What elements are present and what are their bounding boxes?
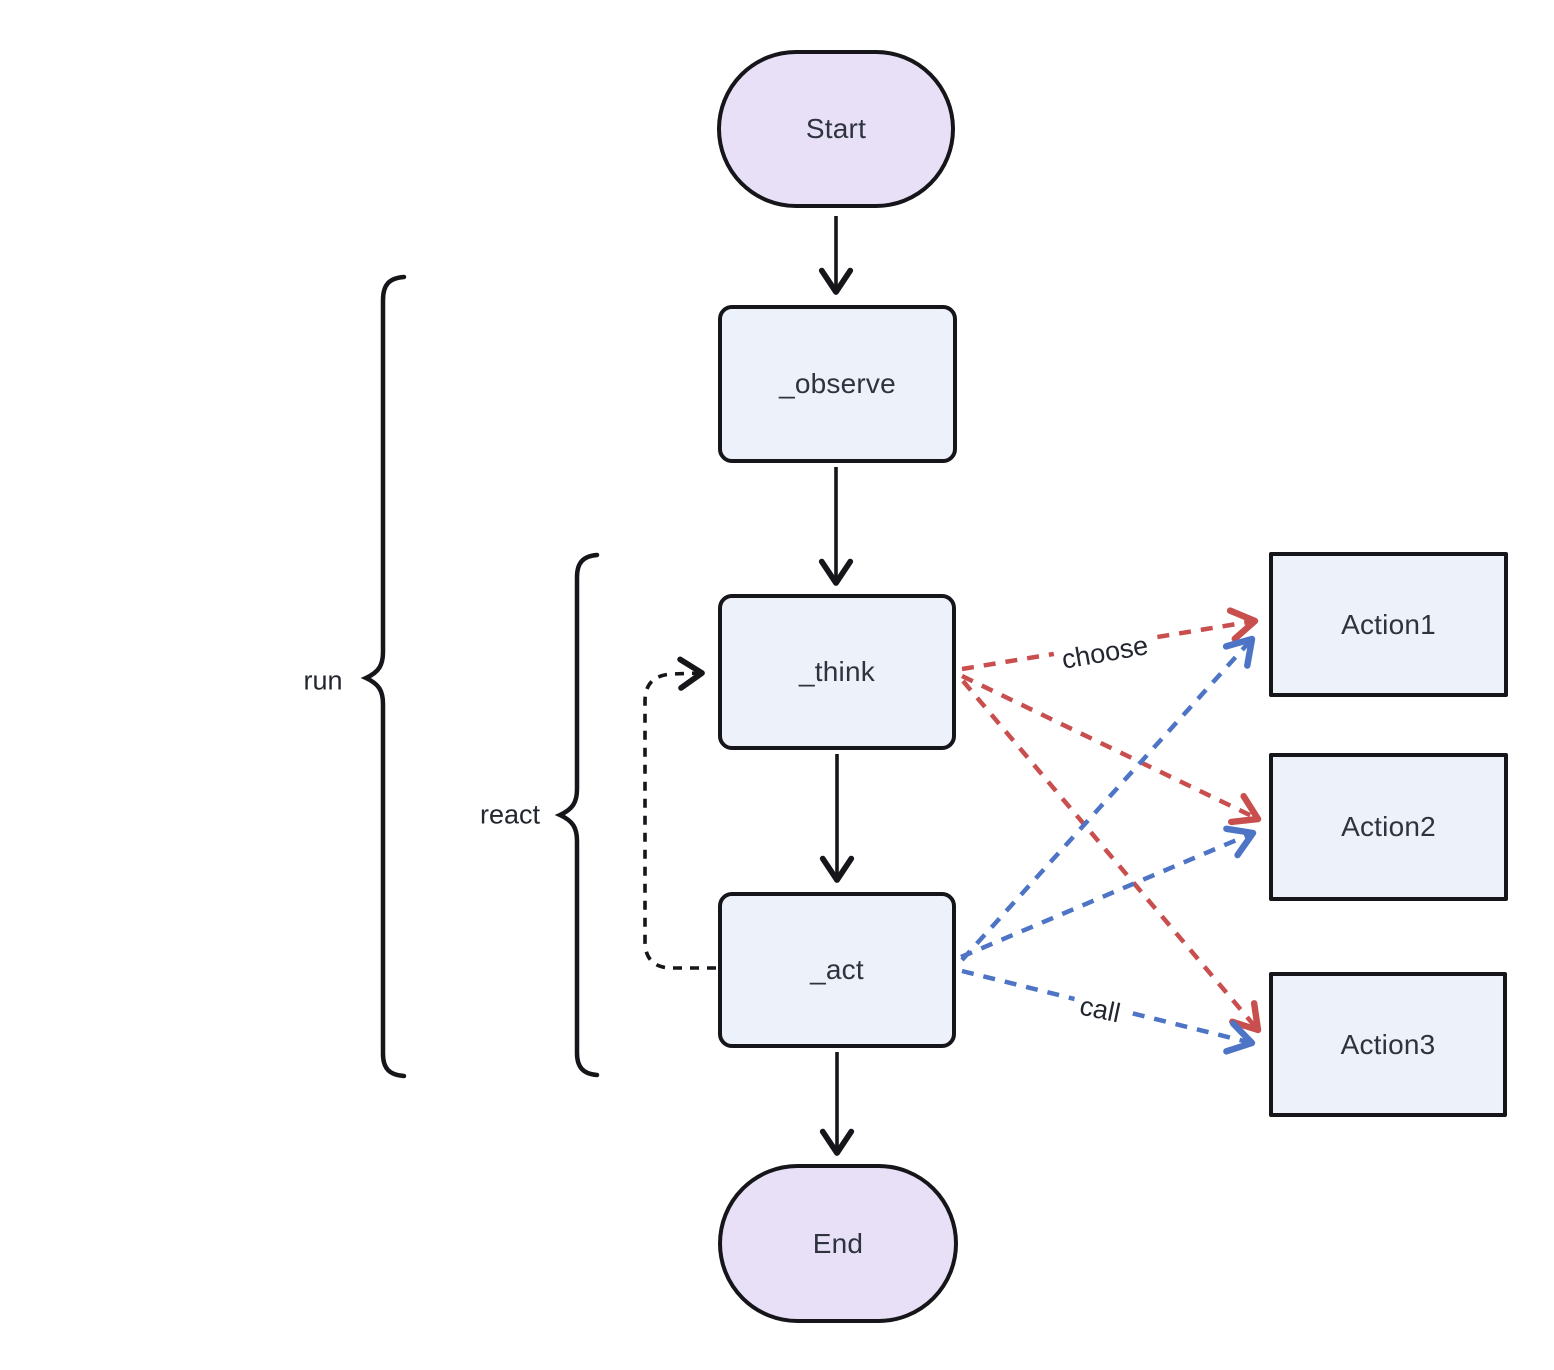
end-node: End <box>718 1164 958 1323</box>
edge-act-action1 <box>960 635 1256 962</box>
edge-act-action3-call <box>961 968 1256 1055</box>
react-brace <box>554 552 600 1078</box>
run-group-label: run <box>303 665 343 696</box>
edge-think-action1-choose <box>961 607 1259 672</box>
observe-node-label: _observe <box>779 368 896 399</box>
action2-node: Action2 <box>1269 753 1508 901</box>
edge-think-action2 <box>961 673 1262 826</box>
run-brace <box>360 274 407 1079</box>
act-node-label: _act <box>810 954 864 985</box>
edge-think-action3 <box>961 679 1262 1034</box>
start-node-label: Start <box>805 113 867 144</box>
action1-node-label: Action1 <box>1341 608 1436 640</box>
edge-act-action2 <box>960 825 1257 960</box>
end-node-label: End <box>812 1227 864 1259</box>
think-node: _think <box>718 594 956 750</box>
observe-node: _observe <box>718 305 957 463</box>
start-node: Start <box>717 50 955 208</box>
act-node: _act <box>718 892 956 1048</box>
action2-node-label: Action2 <box>1341 811 1436 842</box>
action3-node: Action3 <box>1269 972 1507 1117</box>
react-group-label: react <box>479 799 541 830</box>
think-node-label: _think <box>799 656 875 687</box>
edge-act-think-loop <box>643 656 716 970</box>
action1-node: Action1 <box>1269 552 1508 697</box>
action3-node-label: Action3 <box>1340 1028 1436 1060</box>
